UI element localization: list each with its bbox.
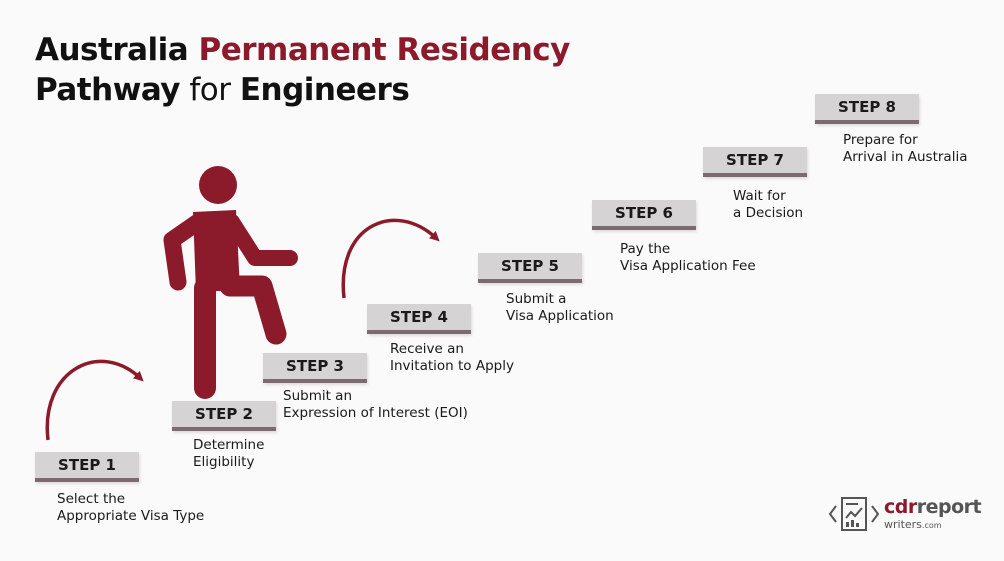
step-description-line: Select the bbox=[57, 491, 126, 507]
step-5-label: STEP 5 bbox=[478, 253, 582, 283]
document-chart-icon bbox=[828, 497, 880, 531]
title-highlight: Permanent Residency bbox=[198, 32, 571, 68]
step-description-line: Submit an bbox=[283, 388, 353, 404]
logo-subtext: writers.com bbox=[884, 518, 942, 531]
step-description-line: Prepare for bbox=[843, 132, 918, 148]
step-4-label: STEP 4 bbox=[367, 304, 471, 334]
step-7-label: STEP 7 bbox=[703, 147, 807, 177]
title-text: Engineers bbox=[239, 72, 410, 108]
title-text: Australia bbox=[35, 32, 199, 68]
step-3-label: STEP 3 bbox=[263, 353, 367, 383]
step-1-label: STEP 1 bbox=[35, 452, 139, 482]
step-6-label: STEP 6 bbox=[592, 200, 696, 230]
curved-arrow-icon bbox=[45, 359, 144, 441]
step-description-line: Expression of Interest (EOI) bbox=[283, 405, 468, 421]
page-title: Australia Permanent Residency Pathway fo… bbox=[35, 30, 570, 110]
step-description-line: Wait for bbox=[733, 188, 786, 204]
title-text: Pathway bbox=[35, 72, 181, 108]
logo-wordmark: cdrreport bbox=[884, 496, 982, 518]
step-description-line: Appropriate Visa Type bbox=[57, 508, 205, 524]
step-description-line: Determine bbox=[193, 437, 265, 453]
step-description-line: Invitation to Apply bbox=[390, 358, 514, 374]
logo: cdrreport writers.com bbox=[828, 494, 982, 534]
step-description-line: Receive an bbox=[390, 341, 464, 357]
step-2-label: STEP 2 bbox=[172, 401, 276, 431]
step-description-line: Visa Application Fee bbox=[620, 258, 756, 274]
step-description-line: Visa Application bbox=[506, 308, 614, 324]
curved-arrow-icon bbox=[341, 218, 440, 299]
title-line-1: Australia Permanent Residency bbox=[35, 30, 570, 70]
step-description-line: Pay the bbox=[620, 241, 671, 257]
step-description-line: Eligibility bbox=[193, 454, 255, 470]
step-8-label: STEP 8 bbox=[815, 94, 919, 124]
step-description-line: a Decision bbox=[733, 205, 804, 221]
title-text: for bbox=[180, 72, 240, 108]
step-description-line: Arrival in Australia bbox=[843, 149, 968, 165]
person-climbing-icon bbox=[163, 166, 298, 399]
title-line-2: Pathway for Engineers bbox=[35, 70, 570, 110]
step-description-line: Submit a bbox=[506, 291, 567, 307]
